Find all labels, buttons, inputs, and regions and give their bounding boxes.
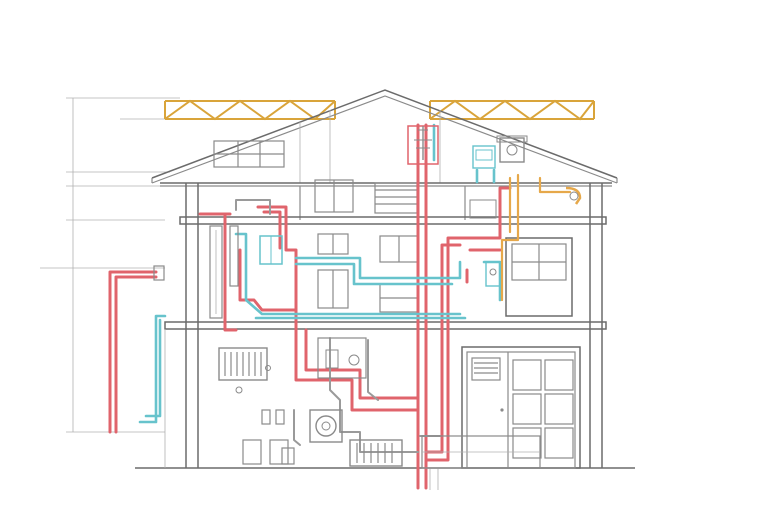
window-icon	[314, 179, 573, 317]
dimension-lines	[40, 97, 180, 433]
attic-window-icon	[213, 140, 285, 168]
duct	[500, 173, 572, 302]
boiler-icon	[469, 135, 528, 219]
roof-truss-icon	[164, 99, 595, 121]
expansion-tank-icon	[259, 235, 501, 287]
radiator-icon	[218, 347, 271, 394]
roof	[151, 89, 618, 184]
water-heater-icon	[407, 125, 439, 165]
door-icon	[461, 346, 581, 469]
radiator-icon	[349, 439, 403, 467]
building-frame	[135, 182, 635, 490]
cold-water-pipes	[138, 123, 502, 424]
wall-fixture-icon	[153, 225, 239, 319]
gray-pipes	[235, 199, 441, 453]
pump-icon	[309, 337, 367, 443]
duct-elbow-icon	[565, 186, 582, 205]
pipe-shaft	[421, 435, 541, 469]
vent-icon	[242, 409, 295, 465]
